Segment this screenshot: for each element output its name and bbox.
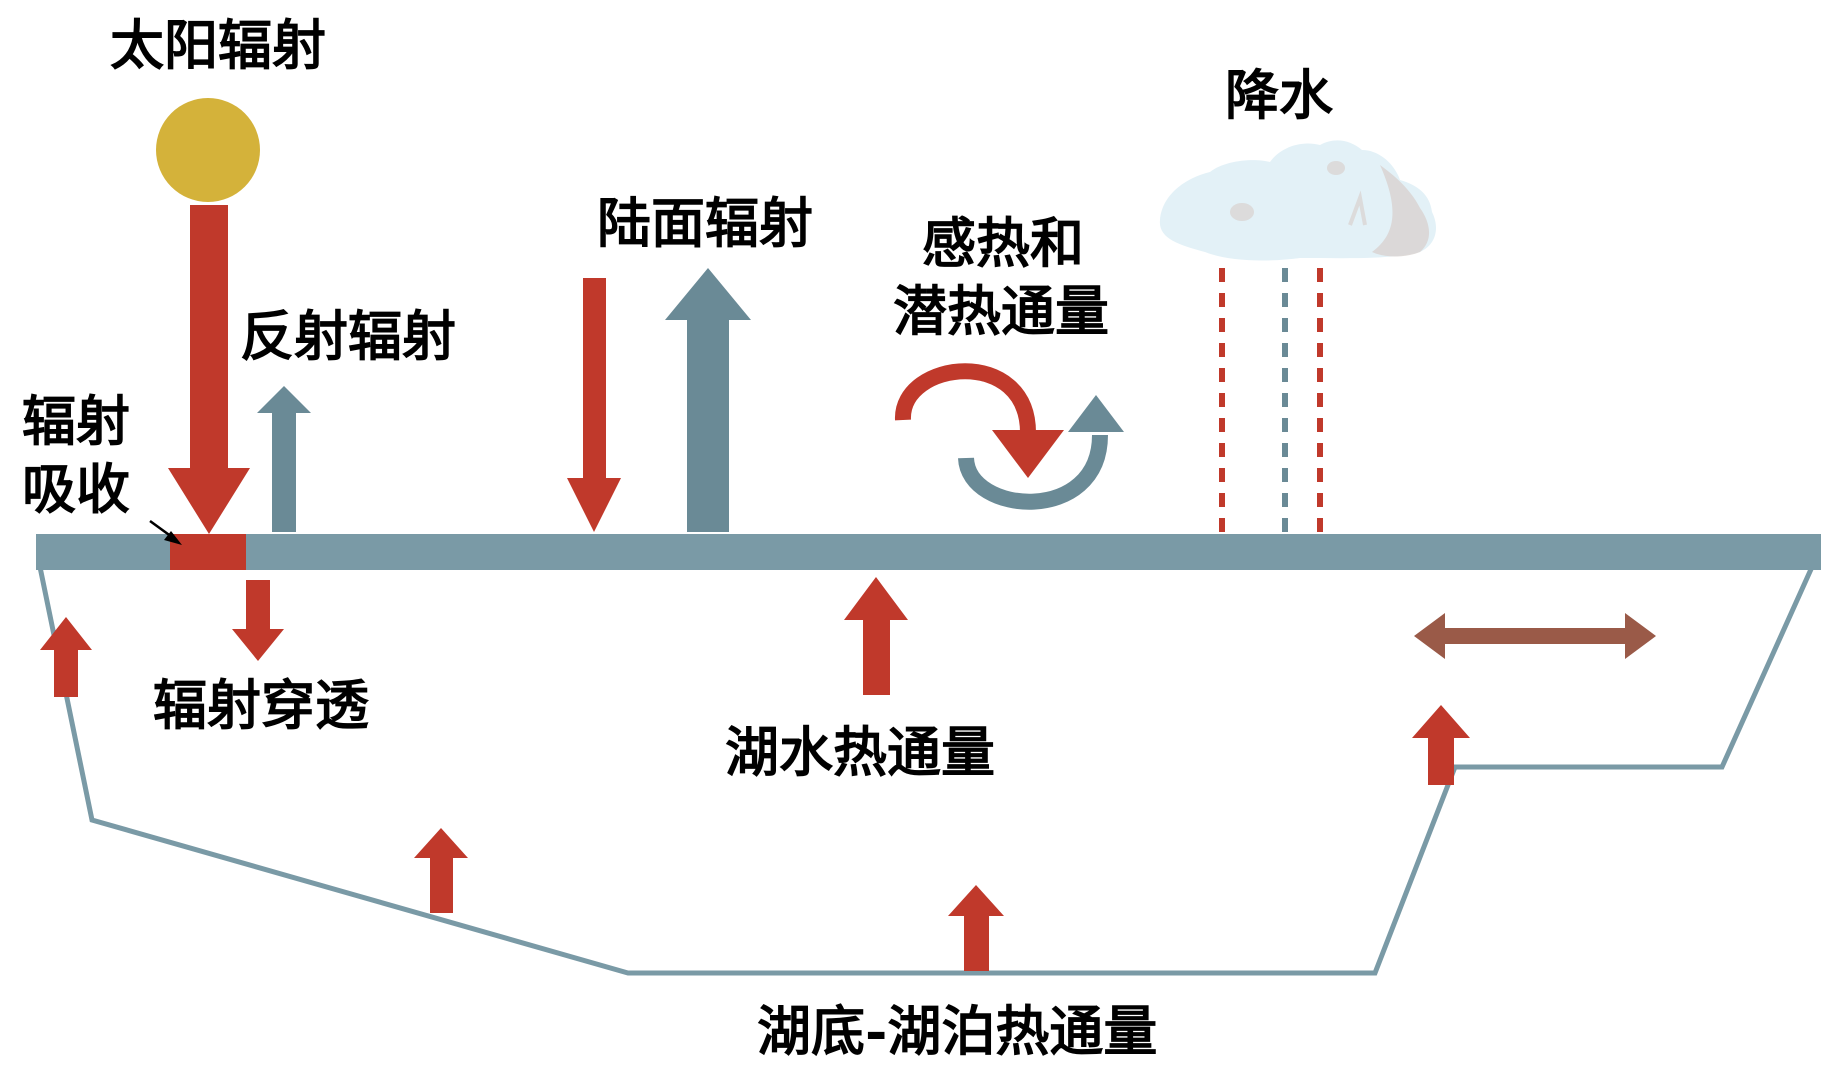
radiation-penetration-arrow xyxy=(232,580,284,661)
lake-surface xyxy=(36,534,1821,570)
absorption-label-line2: 吸收 xyxy=(22,457,130,521)
absorption-pointer-head xyxy=(164,531,182,545)
latent-heat-curve xyxy=(958,434,1108,510)
lake-water-heat-flux-arrow xyxy=(844,577,908,695)
solar-radiation-arrow xyxy=(168,205,250,534)
sun-icon xyxy=(156,98,260,202)
sensible-latent-label-line1: 感热和 xyxy=(922,211,1084,275)
lake-basin-outline xyxy=(37,565,1815,976)
absorption-label-line1: 辐射 xyxy=(22,389,130,453)
land-radiation-up-arrow xyxy=(665,268,751,532)
sensible-heat-arrowhead xyxy=(992,430,1064,478)
sensible-heat-curve xyxy=(895,363,1037,436)
horizontal-exchange-arrow xyxy=(1414,613,1656,659)
lakebed-heat-flux-arrow xyxy=(1412,705,1470,785)
precipitation-label: 降水 xyxy=(1225,63,1333,127)
absorption-zone xyxy=(170,534,246,570)
absorption-pointer xyxy=(149,519,173,539)
lakebed-heat-flux-arrow xyxy=(414,828,468,913)
reflected-radiation-arrow xyxy=(257,386,311,532)
sensible-latent-label-line2: 潜热通量 xyxy=(893,279,1109,343)
cloud-icon xyxy=(1159,140,1436,261)
lake-water-heat-flux-label: 湖水热通量 xyxy=(725,720,995,784)
radiation-penetration-label: 辐射穿透 xyxy=(153,673,369,737)
reflected-radiation-label: 反射辐射 xyxy=(240,304,456,368)
latent-heat-arrowhead xyxy=(1068,395,1124,432)
land-radiation-label: 陆面辐射 xyxy=(597,191,813,255)
land-radiation-down-arrow xyxy=(567,278,621,532)
lakebed-heat-flux-label: 湖底-湖泊热通量 xyxy=(757,999,1158,1063)
shore-heat-flux-arrow xyxy=(40,617,92,697)
lakebed-heat-flux-arrow xyxy=(948,885,1004,971)
solar-radiation-label: 太阳辐射 xyxy=(110,13,326,77)
